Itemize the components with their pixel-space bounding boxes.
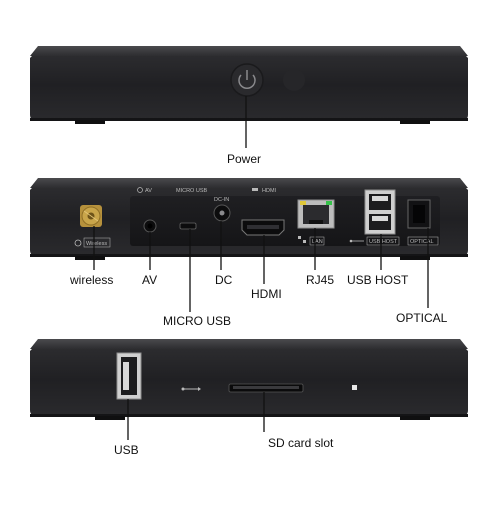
antenna-connector[interactable] [80, 205, 102, 227]
callout-av: AV [142, 273, 158, 287]
callout-hdmi: HDMI [251, 287, 282, 301]
sd-card-slot[interactable] [228, 383, 304, 393]
callout-dc: DC [215, 273, 233, 287]
silk-micro-usb: MICRO USB [176, 188, 208, 194]
micro-usb-port[interactable] [179, 222, 197, 230]
ir-receiver [283, 69, 305, 91]
usb-icon [349, 239, 364, 243]
hdmi-port[interactable] [241, 219, 285, 236]
port-panel [130, 196, 440, 246]
callout-usb-host: USB HOST [347, 273, 409, 287]
callout-power: Power [227, 152, 262, 166]
silk-av: AV [145, 188, 152, 194]
silk-wireless: Wireless [86, 241, 107, 247]
silk-optical: OPTICAL [410, 239, 434, 245]
dc-port[interactable] [213, 204, 231, 222]
callout-usb: USB [114, 443, 139, 457]
silk-dc-in: DC-IN [214, 197, 229, 203]
av-port[interactable] [143, 219, 157, 233]
box-front [30, 46, 468, 124]
optical-port[interactable] [407, 199, 431, 229]
usb-host-ports[interactable] [364, 189, 396, 235]
usb-icon [181, 387, 201, 391]
silk-usb-host: USB HOST [369, 239, 398, 245]
callout-wireless: wireless [70, 273, 114, 287]
status-led [352, 385, 357, 390]
usb-port[interactable] [116, 352, 142, 400]
callout-sd-card-slot: SD card slot [268, 436, 334, 450]
network-icon [298, 236, 306, 243]
silk-hdmi: HDMI [262, 188, 277, 194]
antenna-icon [74, 239, 82, 247]
box-side [30, 339, 468, 420]
callout-micro-usb: MICRO USB [163, 314, 232, 328]
rj45-port[interactable] [297, 199, 335, 229]
power-icon[interactable] [230, 63, 264, 97]
callout-rj45: RJ45 [306, 273, 335, 287]
leader-lines [93, 96, 429, 440]
callout-optical: OPTICAL [396, 311, 448, 325]
box-back: Wireless AV MICRO USB DC-IN HDMI [30, 178, 468, 260]
silk-lan: LAN [312, 239, 323, 245]
